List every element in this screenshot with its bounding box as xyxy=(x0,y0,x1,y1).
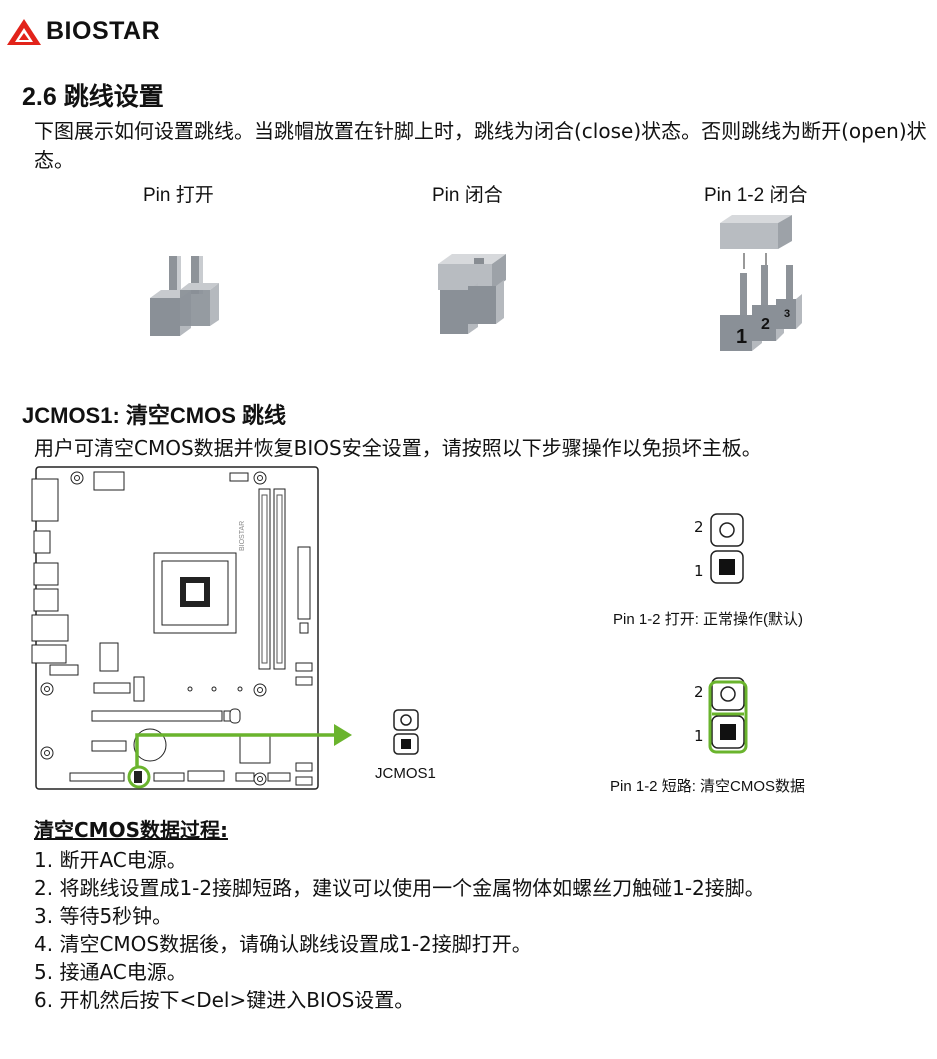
open-pin1-label: 1 xyxy=(694,562,704,580)
brand-name: BIOSTAR xyxy=(46,17,161,45)
logo-triangle-icon xyxy=(7,19,41,45)
pin-number-1: 1 xyxy=(736,326,747,348)
section-title: 2.6 跳线设置 xyxy=(22,83,164,111)
jcmos1-label: JCMOS1 xyxy=(375,765,436,782)
biostar-logo: BIOSTAR xyxy=(6,16,196,48)
short-pin2-label: 2 xyxy=(694,683,704,701)
pin-number-3: 3 xyxy=(784,308,790,320)
procedure-title: 清空CMOS数据过程: xyxy=(34,818,228,842)
jumper-open-caption: Pin 1-2 打开: 正常操作(默认) xyxy=(613,611,804,628)
pin-number-2: 2 xyxy=(761,316,770,333)
procedure-step-6: 6. 开机然后按下<Del>键进入BIOS设置。 xyxy=(34,988,415,1012)
jcmos-title: JCMOS1: 清空CMOS 跳线 xyxy=(22,403,287,428)
short-pin1-label: 1 xyxy=(694,727,704,745)
procedure-step-5: 5. 接通AC电源。 xyxy=(34,960,187,984)
motherboard-diagram: BIOSTAR xyxy=(31,466,352,790)
jumper-short-icon xyxy=(708,677,748,754)
jcmos-description: 用户可清空CMOS数据并恢复BIOS安全设置，请按照以下步骤操作以免损坏主板。 xyxy=(34,436,762,460)
open-pin2-label: 2 xyxy=(694,518,704,536)
jumper-open-icon xyxy=(710,513,744,584)
pin-open-caption: Pin 打开 xyxy=(143,185,214,206)
procedure-step-1: 1. 断开AC电源。 xyxy=(34,848,187,872)
procedure-step-3: 3. 等待5秒钟。 xyxy=(34,904,173,928)
board-silkscreen: BIOSTAR xyxy=(239,521,246,551)
pin-12-closed-illustration: 1 2 3 xyxy=(720,215,802,351)
pin-closed-illustration xyxy=(438,254,506,334)
procedure-step-4: 4. 清空CMOS数据後，请确认跳线设置成1-2接脚打开。 xyxy=(34,932,532,956)
pin-closed-caption: Pin 闭合 xyxy=(432,185,503,206)
procedure-step-2: 2. 将跳线设置成1-2接脚短路，建议可以使用一个金属物体如螺丝刀触碰1-2接脚… xyxy=(34,876,765,900)
jumper-short-caption: Pin 1-2 短路: 清空CMOS数据 xyxy=(610,778,806,795)
pin-open-illustration xyxy=(150,256,219,336)
section-intro: 下图展示如何设置跳线。当跳帽放置在针脚上时，跳线为闭合(close)状态。否则跳… xyxy=(34,119,927,172)
pin-12-closed-caption: Pin 1-2 闭合 xyxy=(704,185,808,206)
jcmos1-jumper-icon xyxy=(393,709,419,755)
